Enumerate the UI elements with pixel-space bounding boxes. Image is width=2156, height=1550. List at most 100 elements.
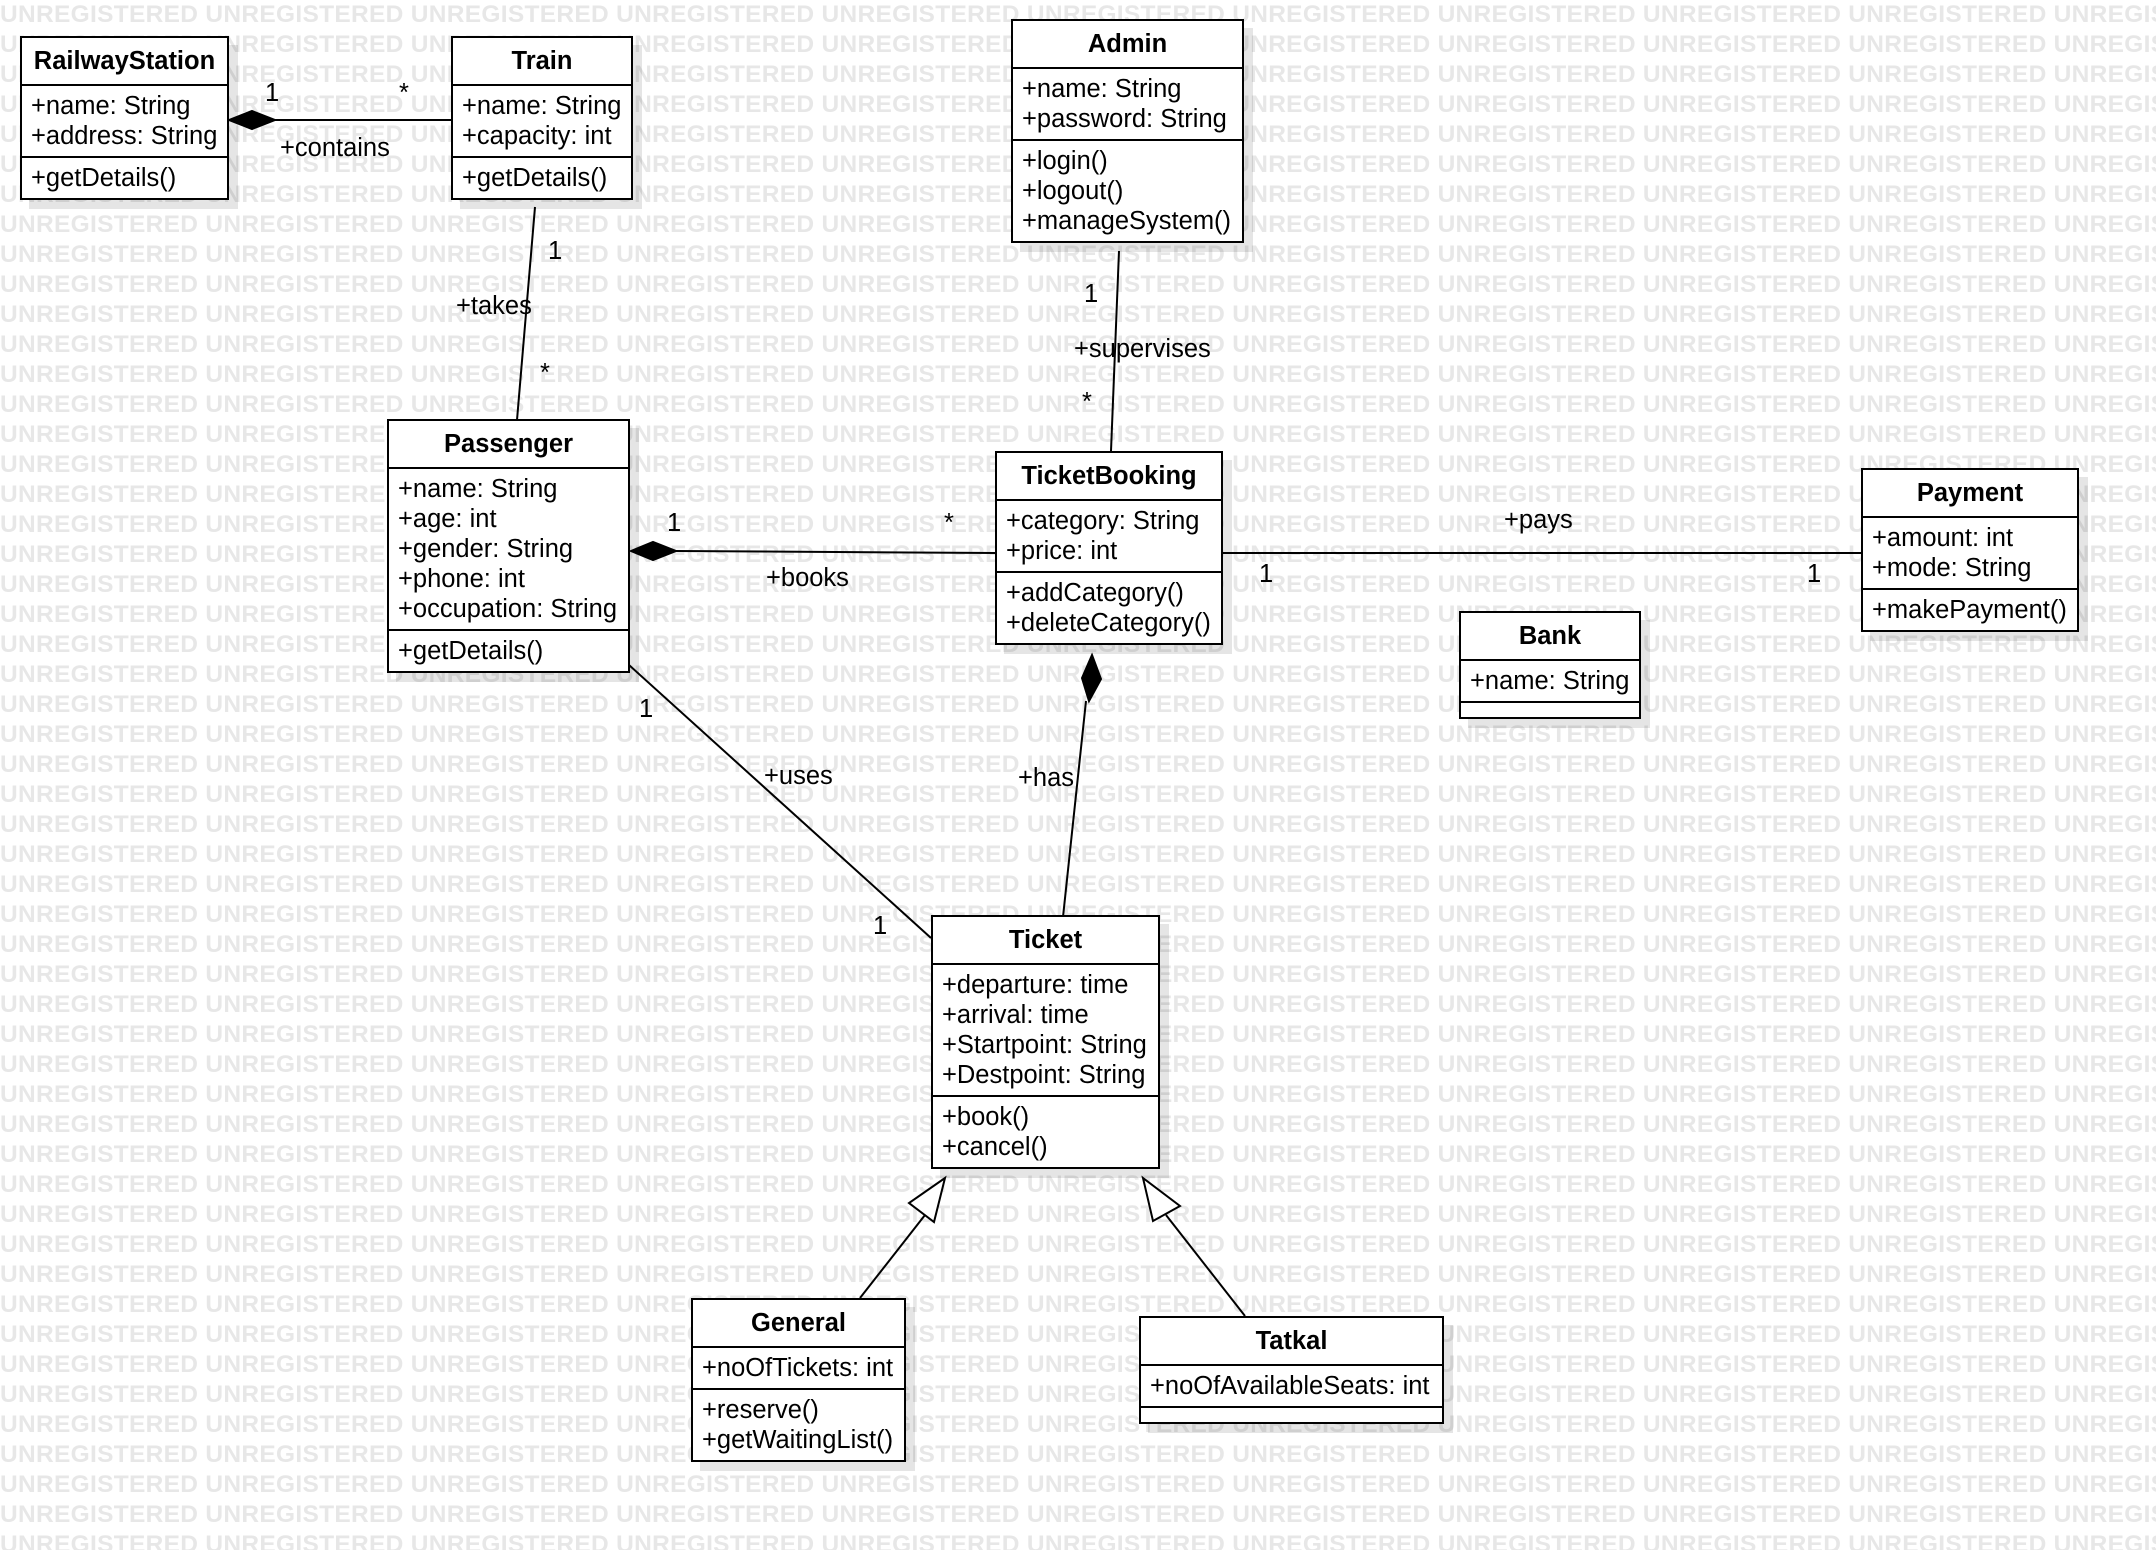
books-target-mult: * — [944, 509, 954, 537]
class-name: TicketBooking — [997, 453, 1221, 501]
uses-label: +uses — [764, 762, 833, 790]
watermark-row: UNREGISTERED UNREGISTERED UNREGISTERED U… — [0, 391, 2156, 418]
class-name: General — [693, 1300, 904, 1348]
watermark-row: UNREGISTERED UNREGISTERED UNREGISTERED U… — [0, 1201, 2156, 1228]
watermark-row: UNREGISTERED UNREGISTERED UNREGISTERED U… — [0, 241, 2156, 268]
attributes-compartment: +category: String +price: int — [997, 501, 1221, 573]
operation: +reserve() — [702, 1396, 819, 1424]
operations-compartment: +getDetails() — [389, 631, 628, 671]
has-label: +has — [1018, 764, 1075, 792]
attribute: +occupation: String — [398, 595, 618, 623]
attribute: +gender: String — [398, 535, 574, 563]
attributes-compartment: +amount: int +mode: String — [1863, 518, 2077, 590]
attribute: +mode: String — [1872, 554, 2032, 582]
class-train[interactable]: Train +name: String +capacity: int +getD… — [451, 36, 633, 200]
watermark-row: UNREGISTERED UNREGISTERED UNREGISTERED U… — [0, 1321, 2156, 1348]
attribute: +capacity: int — [462, 122, 612, 150]
operation: +logout() — [1022, 177, 1124, 205]
attribute: +departure: time — [942, 971, 1129, 999]
watermark-row: UNREGISTERED UNREGISTERED UNREGISTERED U… — [0, 1471, 2156, 1498]
attribute: +name: String — [398, 475, 558, 503]
attribute: +amount: int — [1872, 524, 2014, 552]
class-name: RailwayStation — [22, 38, 227, 86]
watermark-row: UNREGISTERED UNREGISTERED UNREGISTERED U… — [0, 841, 2156, 868]
operations-compartment: +login() +logout() +manageSystem() — [1013, 141, 1242, 241]
watermark-row: UNREGISTERED UNREGISTERED UNREGISTERED U… — [0, 1411, 2156, 1438]
watermark-row: UNREGISTERED UNREGISTERED UNREGISTERED U… — [0, 1381, 2156, 1408]
composition-diamond-railwaystation — [226, 109, 278, 131]
attribute: +name: String — [462, 92, 622, 120]
attribute: +age: int — [398, 505, 497, 533]
supervises-source-mult: 1 — [1084, 280, 1099, 308]
attribute: +address: String — [31, 122, 218, 150]
watermark-row: UNREGISTERED UNREGISTERED UNREGISTERED U… — [0, 331, 2156, 358]
attribute: +Startpoint: String — [942, 1031, 1147, 1059]
attribute: +phone: int — [398, 565, 525, 593]
attribute: +name: String — [1022, 75, 1182, 103]
operations-compartment — [1461, 703, 1639, 717]
class-bank[interactable]: Bank +name: String — [1459, 611, 1641, 719]
books-source-mult: 1 — [667, 509, 682, 537]
class-payment[interactable]: Payment +amount: int +mode: String +make… — [1861, 468, 2079, 632]
pays-source-mult: 1 — [1259, 560, 1274, 588]
operation: +manageSystem() — [1022, 207, 1232, 235]
watermark-row: UNREGISTERED UNREGISTERED UNREGISTERED U… — [0, 811, 2156, 838]
class-railway-station[interactable]: RailwayStation +name: String +address: S… — [20, 36, 229, 200]
pays-target-mult: 1 — [1807, 560, 1822, 588]
class-name: Payment — [1863, 470, 2077, 518]
attribute: +noOfTickets: int — [702, 1354, 894, 1382]
operations-compartment: +getDetails() — [453, 158, 631, 198]
attributes-compartment: +noOfAvailableSeats: int — [1141, 1366, 1442, 1408]
class-passenger[interactable]: Passenger +name: String +age: int +gende… — [387, 419, 630, 673]
operation: +getDetails() — [398, 637, 544, 665]
operation: +cancel() — [942, 1133, 1048, 1161]
watermark-row: UNREGISTERED UNREGISTERED UNREGISTERED U… — [0, 1171, 2156, 1198]
attributes-compartment: +name: String +capacity: int — [453, 86, 631, 158]
class-tatkal[interactable]: Tatkal +noOfAvailableSeats: int — [1139, 1316, 1444, 1424]
contains-label: +contains — [280, 134, 390, 162]
uses-target-mult: 1 — [873, 912, 888, 940]
attribute: +Destpoint: String — [942, 1061, 1146, 1089]
class-ticket-booking[interactable]: TicketBooking +category: String +price: … — [995, 451, 1223, 645]
operation: +addCategory() — [1006, 579, 1184, 607]
watermark-row: UNREGISTERED UNREGISTERED UNREGISTERED U… — [0, 301, 2156, 328]
takes-source-mult: 1 — [548, 237, 563, 265]
watermark-row: UNREGISTERED UNREGISTERED UNREGISTERED U… — [0, 1261, 2156, 1288]
attribute: +arrival: time — [942, 1001, 1089, 1029]
attribute: +noOfAvailableSeats: int — [1150, 1372, 1430, 1400]
class-name: Passenger — [389, 421, 628, 469]
watermark-row: UNREGISTERED UNREGISTERED UNREGISTERED U… — [0, 361, 2156, 388]
class-name: Train — [453, 38, 631, 86]
watermark-row: UNREGISTERED UNREGISTERED UNREGISTERED U… — [0, 691, 2156, 718]
watermark-row: UNREGISTERED UNREGISTERED UNREGISTERED U… — [0, 271, 2156, 298]
class-admin[interactable]: Admin +name: String +password: String +l… — [1011, 19, 1244, 243]
class-name: Ticket — [933, 917, 1158, 965]
watermark-row: UNREGISTERED UNREGISTERED UNREGISTERED U… — [0, 1351, 2156, 1378]
supervises-target-mult: * — [1082, 388, 1092, 416]
operations-compartment: +reserve() +getWaitingList() — [693, 1390, 904, 1460]
operations-compartment: +makePayment() — [1863, 590, 2077, 630]
operation: +getDetails() — [462, 164, 608, 192]
watermark-row: UNREGISTERED UNREGISTERED UNREGISTERED U… — [0, 871, 2156, 898]
class-ticket[interactable]: Ticket +departure: time +arrival: time +… — [931, 915, 1160, 1169]
operations-compartment — [1141, 1408, 1442, 1422]
composition-diamond-passenger — [628, 540, 679, 562]
generalization-line-general — [859, 1214, 926, 1299]
operation: +book() — [942, 1103, 1030, 1131]
generalization-line-tatkal — [1165, 1214, 1246, 1317]
class-name: Tatkal — [1141, 1318, 1442, 1366]
operation: +deleteCategory() — [1006, 609, 1211, 637]
attributes-compartment: +name: String +password: String — [1013, 69, 1242, 141]
operation: +getWaitingList() — [702, 1426, 894, 1454]
attributes-compartment: +noOfTickets: int — [693, 1348, 904, 1390]
attributes-compartment: +name: String — [1461, 661, 1639, 703]
takes-line — [516, 206, 536, 421]
watermark-row: UNREGISTERED UNREGISTERED UNREGISTERED U… — [0, 1291, 2156, 1318]
class-name: Bank — [1461, 613, 1639, 661]
operation: +login() — [1022, 147, 1108, 175]
watermark-row: UNREGISTERED UNREGISTERED UNREGISTERED U… — [0, 421, 2156, 448]
class-general[interactable]: General +noOfTickets: int +reserve() +ge… — [691, 1298, 906, 1462]
class-name: Admin — [1013, 21, 1242, 69]
watermark-row: UNREGISTERED UNREGISTERED UNREGISTERED U… — [0, 661, 2156, 688]
